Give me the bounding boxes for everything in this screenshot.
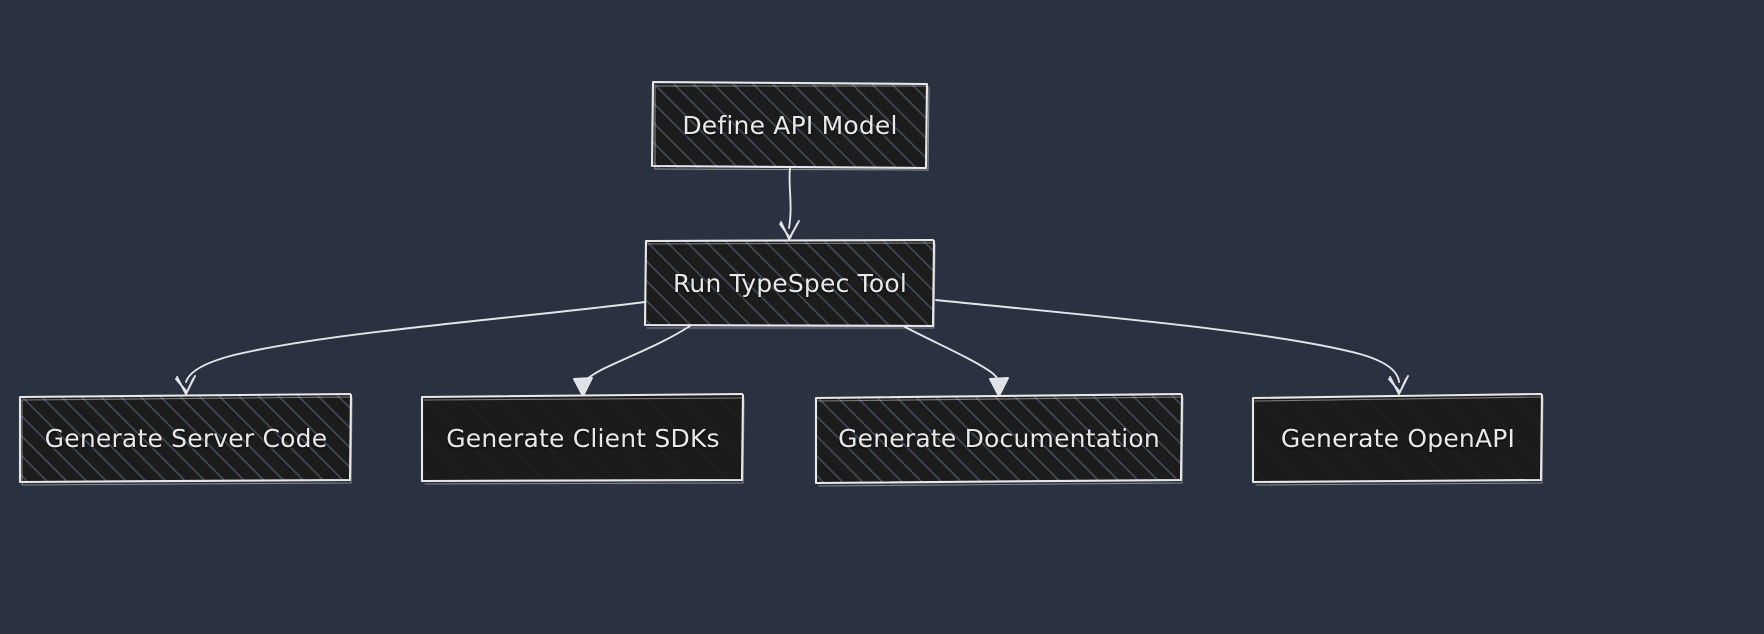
edge-run-to-server-code [185, 301, 646, 383]
node-generate-client-sdks[interactable]: Generate Client SDKs [420, 392, 745, 485]
node-label-generate-server-code: Generate Server Code [44, 423, 328, 453]
node-label-define-api-model: Define API Model [682, 110, 898, 140]
node-generate-server-code[interactable]: Generate Server Code [18, 392, 353, 486]
node-generate-documentation[interactable]: Generate Documentation [814, 392, 1184, 487]
node-label-generate-client-sdks: Generate Client SDKs [446, 423, 720, 453]
node-shape-generate-documentation [814, 392, 1184, 487]
edge-run-to-openapi [935, 299, 1400, 383]
node-label-run-typespec-tool: Run TypeSpec Tool [672, 268, 908, 298]
node-define-api-model[interactable]: Define API Model [650, 80, 930, 171]
node-shape-generate-openapi [1251, 392, 1544, 486]
node-shape-generate-server-code [18, 392, 353, 486]
node-shape-run-typespec-tool [643, 238, 936, 329]
node-shape-generate-client-sdks [420, 392, 745, 485]
node-generate-openapi[interactable]: Generate OpenAPI [1251, 392, 1544, 486]
node-label-generate-documentation: Generate Documentation [838, 423, 1160, 453]
node-label-generate-openapi: Generate OpenAPI [1280, 423, 1516, 453]
node-shape-define-api-model [650, 80, 930, 171]
node-run-typespec-tool[interactable]: Run TypeSpec Tool [643, 238, 936, 329]
